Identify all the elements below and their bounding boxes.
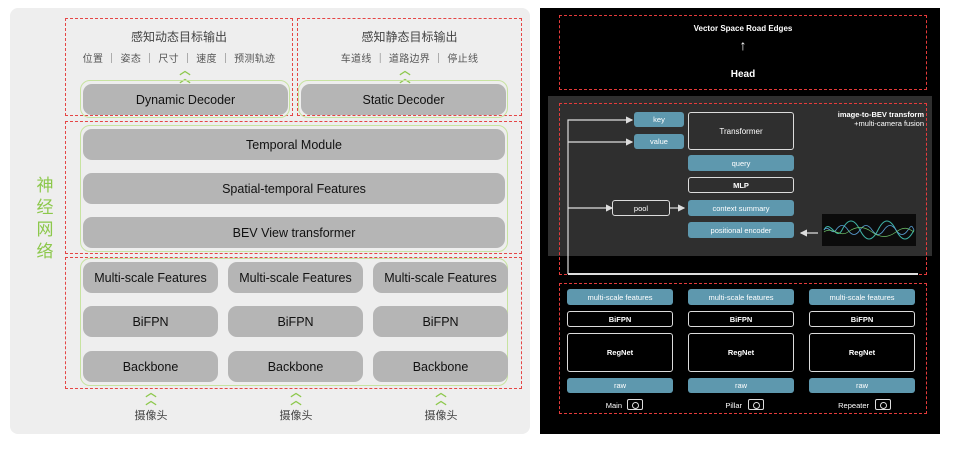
positional-encoding-wave-icon bbox=[822, 214, 916, 246]
label-char: 经 bbox=[36, 198, 54, 218]
label-char: 神 bbox=[36, 176, 54, 196]
neural-middle-frame bbox=[65, 121, 522, 254]
camera-label: 摄像头 bbox=[279, 409, 313, 422]
multi-scale-features-box: Multi-scale Features bbox=[228, 262, 363, 293]
query-box: query bbox=[688, 155, 794, 171]
multi-scale-features-box: Multi-scale Features bbox=[83, 262, 218, 293]
raw-box: raw bbox=[809, 378, 915, 393]
backbone-frame-right bbox=[559, 283, 927, 414]
temporal-module-box: Temporal Module bbox=[83, 129, 505, 160]
bifpn-box: BiFPN bbox=[373, 306, 508, 337]
dynamic-decoder-box: Dynamic Decoder bbox=[83, 84, 288, 115]
static-decoder-box: Static Decoder bbox=[301, 84, 506, 115]
dynamic-decoder-frame bbox=[80, 80, 290, 118]
up-chevron-icon: ︿︿ bbox=[145, 386, 157, 407]
pool-box: pool bbox=[612, 200, 670, 216]
static-output-frame bbox=[297, 18, 522, 116]
camera-icon bbox=[627, 399, 643, 410]
raw-box: raw bbox=[688, 378, 794, 393]
up-chevron-icon: ︿︿ bbox=[435, 386, 447, 407]
backbone-frame bbox=[65, 257, 522, 389]
bifpn-box: BiFPN bbox=[83, 306, 218, 337]
value-box: value bbox=[634, 134, 684, 149]
raw-box: raw bbox=[567, 378, 673, 393]
label-char: 络 bbox=[36, 242, 54, 262]
positional-encoder-box: positional encoder bbox=[688, 222, 794, 238]
transform-caption: image-to-BEV transform bbox=[837, 110, 924, 119]
static-output-title: 感知静态目标输出 bbox=[361, 30, 458, 44]
neural-network-label: 神 经 网 络 bbox=[34, 175, 56, 263]
bifpn-box: BiFPN bbox=[567, 311, 673, 327]
label-char: 网 bbox=[36, 220, 54, 240]
backbone-box: Backbone bbox=[373, 351, 508, 382]
bifpn-box: BiFPN bbox=[809, 311, 915, 327]
camera-name: Main bbox=[605, 401, 622, 410]
head-label: Head bbox=[730, 69, 756, 80]
camera-label: 摄像头 bbox=[134, 409, 168, 422]
up-arrow-icon: ↑ bbox=[739, 37, 747, 53]
transformer-box: Transformer bbox=[688, 112, 794, 150]
camera-name: Repeater bbox=[838, 401, 869, 410]
bev-transformer-box: BEV View transformer bbox=[83, 217, 505, 248]
camera-icon bbox=[875, 399, 891, 410]
context-summary-box: context summary bbox=[688, 200, 794, 216]
up-chevron-icon: ︿︿ bbox=[399, 64, 411, 85]
regnet-box: RegNet bbox=[809, 333, 915, 372]
up-chevron-icon: ︿︿ bbox=[290, 386, 302, 407]
spatial-temporal-box: Spatial-temporal Features bbox=[83, 173, 505, 204]
key-box: key bbox=[634, 112, 684, 127]
camera-icon bbox=[748, 399, 764, 410]
camera-label: 摄像头 bbox=[424, 409, 458, 422]
static-decoder-frame bbox=[298, 80, 508, 118]
bifpn-box: BiFPN bbox=[688, 311, 794, 327]
dynamic-output-frame bbox=[65, 18, 293, 116]
head-title: Vector Space Road Edges bbox=[693, 24, 793, 33]
backbone-box: Backbone bbox=[83, 351, 218, 382]
regnet-box: RegNet bbox=[567, 333, 673, 372]
multi-scale-features-box: multi-scale features bbox=[809, 289, 915, 305]
dynamic-output-items: 位置 ｜ 姿态 ｜ 尺寸 ｜ 速度 ｜ 预测轨迹 bbox=[82, 54, 276, 65]
neural-middle-green-frame bbox=[80, 125, 508, 252]
connector-lines bbox=[567, 116, 918, 275]
multi-scale-features-box: Multi-scale Features bbox=[373, 262, 508, 293]
dynamic-output-title: 感知动态目标输出 bbox=[130, 30, 227, 44]
bifpn-box: BiFPN bbox=[228, 306, 363, 337]
static-output-items: 车道线 ｜ 道路边界 ｜ 停止线 bbox=[340, 54, 479, 65]
multi-scale-features-box: multi-scale features bbox=[688, 289, 794, 305]
mlp-box: MLP bbox=[688, 177, 794, 193]
up-chevron-icon: ︿︿ bbox=[179, 64, 191, 85]
camera-name: Pillar bbox=[725, 401, 742, 410]
regnet-box: RegNet bbox=[688, 333, 794, 372]
backbone-box: Backbone bbox=[228, 351, 363, 382]
head-frame bbox=[559, 15, 927, 90]
transform-caption-2: +multi-camera fusion bbox=[854, 119, 924, 128]
multi-scale-features-box: multi-scale features bbox=[567, 289, 673, 305]
